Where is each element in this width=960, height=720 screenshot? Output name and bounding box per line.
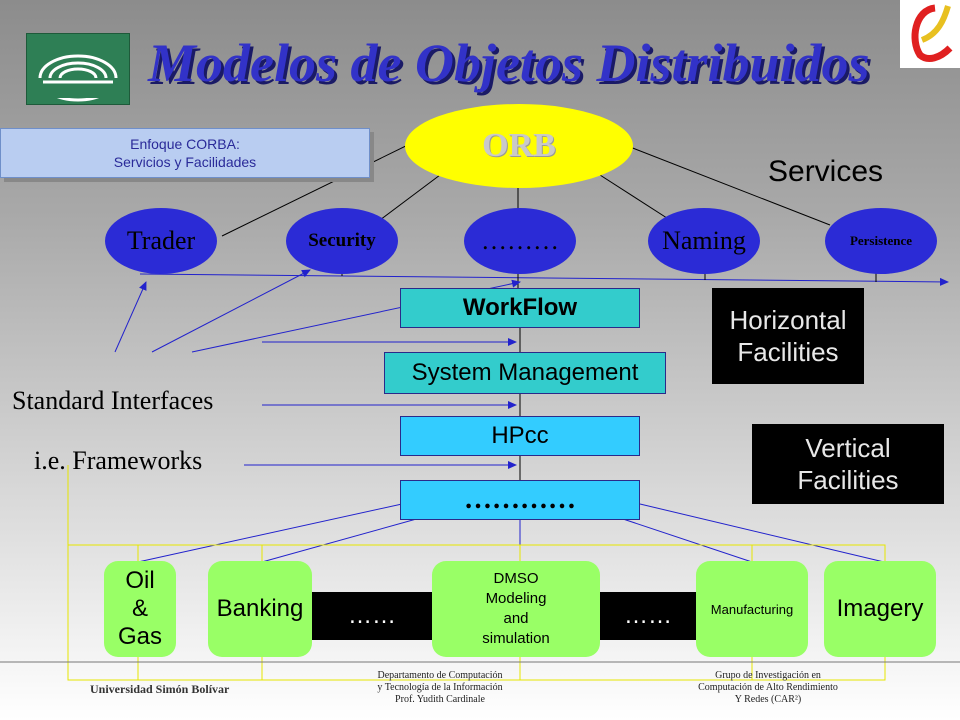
vertical-line1: Vertical (805, 433, 891, 463)
orb-node: ORB (405, 104, 633, 188)
workflow-box: WorkFlow (400, 288, 640, 328)
standard-interfaces-label: Standard Interfaces (12, 386, 214, 415)
hpcc-box: HPcc (400, 416, 640, 456)
vertical-dmso: DMSO Modeling and simulation (432, 561, 600, 657)
vertical-imagery: Imagery (824, 561, 936, 657)
slide-title: Modelos de Objetos Distribuidos (148, 33, 870, 93)
dmso-line2: Modeling (485, 590, 547, 607)
service-persistence: Persistence (825, 208, 937, 274)
vertical-manufacturing: Manufacturing (696, 561, 808, 657)
frameworks-box: ………… (400, 480, 640, 520)
dept-line3: Prof. Yudith Cardinale (395, 694, 485, 705)
oil-line2: & (131, 595, 148, 622)
group-line3: Y Redes (CAR²) (734, 694, 802, 705)
group-line2: Computación de Alto Rendimiento (698, 682, 838, 693)
oil-line3: Gas (117, 623, 162, 650)
dmso-line3: and (503, 610, 529, 627)
university-logo (26, 33, 130, 105)
vertical-line2: Facilities (797, 465, 899, 495)
research-group-logo (900, 0, 960, 68)
system-management-box: System Management (384, 352, 666, 394)
oil-line1: Oil (125, 567, 155, 594)
dept-line1: Departamento de Computación (377, 670, 503, 681)
vertical-banking: Banking (208, 561, 312, 657)
frameworks-label: i.e. Frameworks (34, 446, 203, 475)
service-other: ……… (464, 208, 576, 274)
horizontal-line2: Facilities (737, 337, 839, 367)
dome-icon (37, 54, 119, 102)
corba-approach-box: Enfoque CORBA: Servicios y Facilidades (0, 128, 370, 178)
dmso-line1: DMSO (493, 570, 539, 587)
services-label: Services (768, 155, 884, 188)
horizontal-line1: Horizontal (729, 305, 847, 335)
corba-approach-line2: Servicios y Facilidades (113, 154, 257, 170)
vertical-ellipsis-right: …… (600, 592, 696, 640)
dmso-line4: simulation (482, 630, 550, 647)
group-line1: Grupo de Investigación en (715, 670, 821, 681)
vertical-ellipsis-left: …… (312, 592, 432, 640)
footer-university: Universidad Simón Bolívar (90, 682, 230, 696)
vertical-oil-gas: Oil&Gas (104, 561, 176, 657)
footer-department: Departamento de Computación y Tecnología… (340, 670, 540, 706)
corba-approach-line1: Enfoque CORBA: (130, 136, 240, 152)
dept-line2: y Tecnología de la Información (377, 682, 503, 693)
service-trader: Trader (105, 208, 217, 274)
service-security: Security (286, 208, 398, 274)
service-naming: Naming (648, 208, 760, 274)
footer-group: Grupo de Investigación en Computación de… (668, 670, 868, 706)
